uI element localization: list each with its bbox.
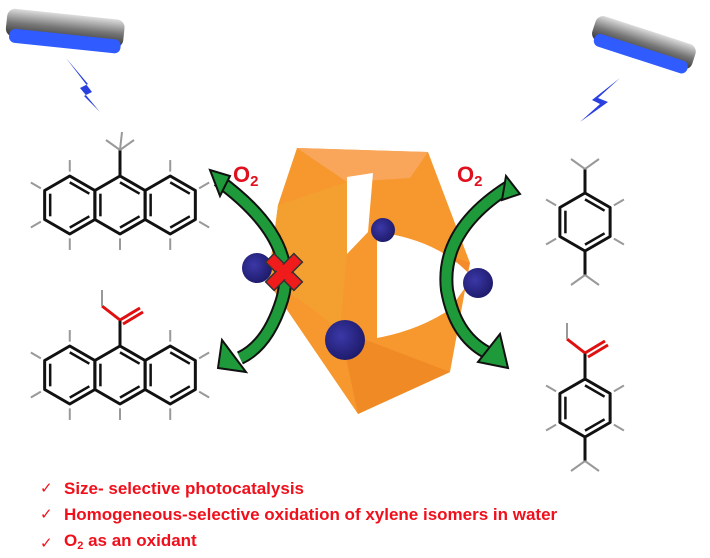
hydrogen-bond (570, 460, 586, 472)
feature-text: Homogeneous-selective oxidation of xylen… (64, 505, 558, 524)
feature-item: ✓ Size- selective photocatalysis (40, 476, 557, 502)
check-icon: ✓ (40, 506, 53, 523)
hydrogen-bond (613, 198, 625, 207)
o2-main: O (64, 531, 78, 550)
carbonyl-bond (584, 339, 606, 355)
hydrogen-bond (545, 423, 557, 432)
benzene-ring (558, 377, 612, 439)
check-icon: ✓ (40, 534, 53, 552)
hydrogen-bond (570, 274, 586, 286)
benzene-ring (43, 174, 97, 236)
o2-sub: 2 (77, 540, 84, 552)
benzene-ring (93, 174, 147, 236)
double-bond (119, 385, 141, 399)
feature-text: O2 as an oxidant (64, 528, 197, 558)
hydrogen-bond (119, 139, 135, 151)
double-bond (69, 351, 90, 365)
double-bond (169, 351, 191, 365)
blocked-x-icon (264, 252, 304, 292)
hydrogen-bond (30, 220, 42, 229)
double-bond (69, 215, 90, 229)
hydrogen-bond (198, 181, 210, 190)
double-bond (169, 385, 191, 399)
double-bond (169, 181, 191, 195)
hydrogen-bond (198, 390, 210, 399)
double-bond (119, 215, 141, 229)
cage-window-top (347, 173, 373, 254)
double-bond (584, 198, 606, 212)
hydrogen-bond (545, 198, 557, 207)
lamp-right-icon (592, 16, 696, 74)
o2-left-sub: 2 (250, 173, 259, 190)
hydrogen-bond (30, 390, 42, 399)
arrow-left-reaction (208, 168, 293, 374)
benzene-ring (93, 344, 147, 406)
hydrogen-bond (545, 384, 557, 393)
metal-node (325, 320, 365, 360)
feature-text-rest: as an oxidant (83, 531, 197, 550)
feature-item: ✓ O2 as an oxidant (40, 528, 557, 558)
carbonyl-bond (587, 343, 609, 359)
hydrogen-bond (584, 158, 600, 170)
hydroxyl-bond (566, 337, 586, 355)
metal-node (242, 253, 272, 283)
lightning-right-icon (580, 78, 620, 122)
double-bond (584, 418, 606, 432)
double-bond (169, 215, 191, 229)
double-bond (584, 232, 606, 246)
o2-right-sub: 2 (474, 173, 483, 190)
benzene-ring (558, 191, 612, 253)
hydrogen-bond (584, 460, 600, 472)
o2-label-right: O2 (457, 162, 482, 190)
lightning-left-icon (66, 58, 100, 112)
double-bond (584, 384, 606, 398)
double-bond (119, 351, 141, 365)
benzene-ring (43, 344, 97, 406)
metal-node (463, 268, 493, 298)
hydrogen-bond (30, 351, 42, 360)
hydrogen-bond (545, 237, 557, 246)
o2-right-main: O (457, 162, 475, 187)
hydroxyl-bond (101, 304, 121, 322)
hydrogen-bond (570, 158, 586, 170)
double-bond (69, 385, 90, 399)
double-bond (69, 181, 90, 195)
benzene-ring (143, 344, 197, 406)
feature-list: ✓ Size- selective photocatalysis ✓ Homogen… (40, 476, 557, 558)
carbonyl-bond (119, 306, 141, 322)
check-icon: ✓ (40, 480, 53, 497)
hydrogen-bond (105, 139, 121, 151)
feature-text: Size- selective photocatalysis (64, 479, 304, 498)
double-bond (119, 181, 141, 195)
lamp-left-icon (5, 8, 125, 54)
hydrogen-bond (584, 274, 600, 286)
o2-label-left: O2 (233, 162, 258, 190)
feature-item: ✓ Homogeneous-selective oxidation of xyle… (40, 502, 557, 528)
hydrogen-bond (613, 423, 625, 432)
hydrogen-bond (613, 384, 625, 393)
hydrogen-bond (198, 351, 210, 360)
metal-node (371, 218, 395, 242)
benzene-ring (143, 174, 197, 236)
arrow-right-reaction (439, 173, 522, 370)
hydrogen-bond (30, 181, 42, 190)
hydrogen-bond (119, 131, 123, 151)
carbonyl-bond (122, 310, 144, 326)
o2-left-main: O (233, 162, 251, 187)
hydrogen-bond (198, 220, 210, 229)
hydrogen-bond (613, 237, 625, 246)
